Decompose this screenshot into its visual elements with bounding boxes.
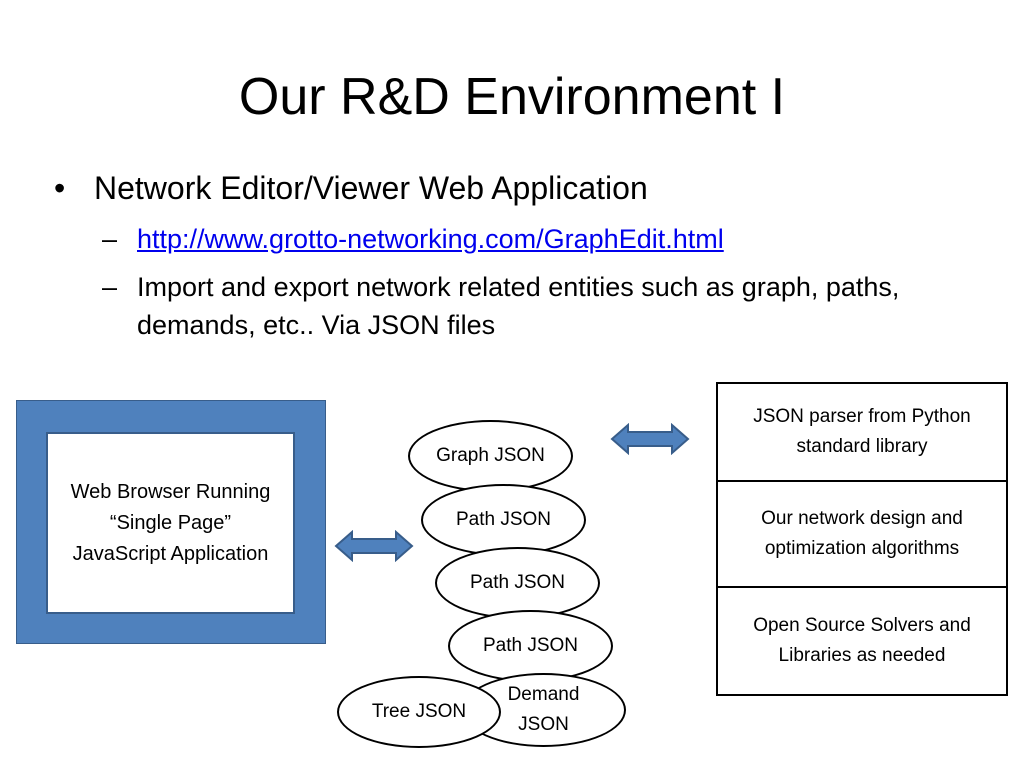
server-stack: JSON parser from Python standard library… <box>716 382 1008 696</box>
subbullet-item: – Import and export network related enti… <box>54 268 974 344</box>
stack-layer: Open Source Solvers and Libraries as nee… <box>718 586 1006 694</box>
json-ellipse: Graph JSON <box>408 420 573 492</box>
json-ellipse: Tree JSON <box>337 676 501 748</box>
subbullet-item: – http://www.grotto-networking.com/Graph… <box>54 220 974 258</box>
json-label: Demand JSON <box>507 684 580 735</box>
stack-layer-label: Open Source Solvers and Libraries as nee… <box>753 615 971 666</box>
subbullet-marker: – <box>102 224 118 254</box>
bullet-text: Network Editor/Viewer Web Application <box>94 170 648 206</box>
bullet-item: • Network Editor/Viewer Web Application <box>54 166 974 210</box>
stack-layer-label: Our network design and optimization algo… <box>761 508 963 559</box>
json-ellipse: Demand JSON <box>461 673 626 747</box>
json-label: Path JSON <box>469 572 566 593</box>
browser-window-content: Web Browser Running “Single Page” JavaSc… <box>46 432 295 614</box>
json-label: Path JSON <box>455 509 552 530</box>
double-arrow-right <box>610 423 690 455</box>
json-label: Tree JSON <box>371 701 467 722</box>
graphedit-link[interactable]: http://www.grotto-networking.com/GraphEd… <box>137 224 724 254</box>
stack-layer: Our network design and optimization algo… <box>718 480 1006 586</box>
subbullet-text: Import and export network related entiti… <box>137 272 900 340</box>
double-arrow-left <box>334 530 414 562</box>
subbullet-marker: – <box>102 272 118 302</box>
browser-label: Web Browser Running “Single Page” JavaSc… <box>70 480 271 565</box>
json-label: Path JSON <box>482 635 579 656</box>
json-ellipse: Path JSON <box>448 610 613 682</box>
stack-layer-label: JSON parser from Python standard library <box>753 406 971 457</box>
stack-layer: JSON parser from Python standard library <box>718 384 1006 480</box>
bullet-list: • Network Editor/Viewer Web Application … <box>54 166 974 344</box>
json-label: Graph JSON <box>436 445 545 466</box>
json-ellipse: Path JSON <box>421 484 586 556</box>
json-ellipse: Path JSON <box>435 547 600 619</box>
slide-title: Our R&D Environment I <box>238 68 786 126</box>
bullet-marker: • <box>54 170 66 206</box>
